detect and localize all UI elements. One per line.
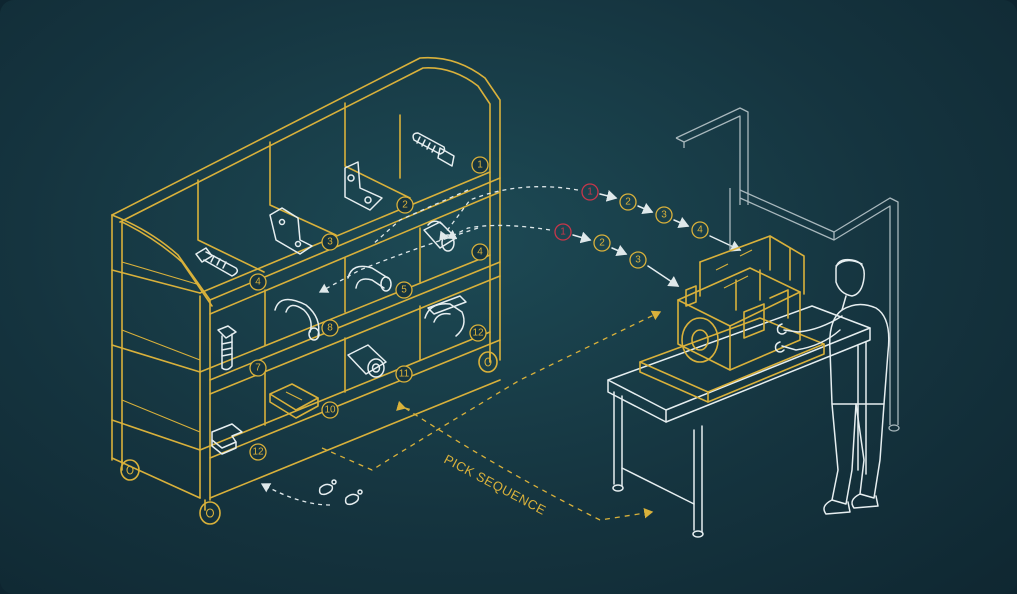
svg-text:5: 5 xyxy=(401,285,407,296)
part-angle-bracket xyxy=(344,161,383,211)
svg-text:1: 1 xyxy=(560,227,566,238)
part-bushing xyxy=(347,344,387,378)
svg-text:4: 4 xyxy=(477,247,483,258)
badge-10: 10 xyxy=(321,401,339,419)
badge-7: 7 xyxy=(249,359,267,377)
caster-left xyxy=(120,459,140,481)
svg-text:1: 1 xyxy=(587,187,593,198)
badge-1: 1 xyxy=(471,156,489,174)
caster-front xyxy=(199,499,221,525)
route-upper: 1 2 3 4 xyxy=(581,183,742,252)
svg-text:10: 10 xyxy=(324,405,336,416)
svg-text:4: 4 xyxy=(697,225,703,236)
overhead-frame xyxy=(675,107,900,432)
badge-5: 5 xyxy=(395,281,413,299)
part-bolt-small xyxy=(195,247,239,277)
svg-text:2: 2 xyxy=(402,200,408,211)
badge-3: 3 xyxy=(321,233,339,251)
workbench xyxy=(607,305,871,538)
part-u-bend xyxy=(274,298,320,341)
part-slide-block xyxy=(269,383,319,419)
pick-paths xyxy=(260,186,579,506)
part-elbow-pipe xyxy=(347,265,392,292)
route-lower-step-1: 1 xyxy=(554,223,572,241)
part-channel xyxy=(211,423,243,455)
route-lower-step-3: 3 xyxy=(629,251,647,269)
route-lower: 1 2 3 xyxy=(554,223,680,287)
part-bolt-large xyxy=(412,132,455,167)
badge-8: 8 xyxy=(321,319,339,337)
svg-text:12: 12 xyxy=(252,447,264,458)
svg-text:2: 2 xyxy=(625,197,631,208)
badge-2: 2 xyxy=(396,196,414,214)
parts-rack xyxy=(111,56,501,525)
svg-text:4: 4 xyxy=(255,277,261,288)
route-upper-step-2: 2 xyxy=(619,193,637,211)
route-upper-step-3: 3 xyxy=(655,206,673,224)
svg-text:12: 12 xyxy=(472,328,484,339)
badge-12-right: 12 xyxy=(469,324,487,342)
caster-right xyxy=(478,351,498,373)
part-badges: 1 2 3 4 4 5 8 7 11 12 10 12 xyxy=(249,156,489,461)
route-upper-step-4: 4 xyxy=(691,221,709,239)
pick-sequence-label: PICK SEQUENCE xyxy=(442,451,549,517)
svg-text:3: 3 xyxy=(327,237,333,248)
badge-11: 11 xyxy=(395,365,413,383)
engine-fixture xyxy=(639,235,825,403)
svg-text:11: 11 xyxy=(399,369,410,380)
svg-text:3: 3 xyxy=(661,210,667,221)
badge-4-right: 4 xyxy=(471,243,489,261)
footprints-icon xyxy=(318,479,363,506)
part-mount-bracket xyxy=(269,207,313,255)
route-upper-step-1: 1 xyxy=(581,183,599,201)
part-hose-fitting xyxy=(423,220,457,252)
svg-text:2: 2 xyxy=(599,238,605,249)
svg-text:7: 7 xyxy=(255,363,261,374)
svg-text:1: 1 xyxy=(477,160,483,171)
part-clamp xyxy=(424,295,467,337)
flow-lines xyxy=(321,310,662,521)
worker-figure xyxy=(774,258,890,515)
route-lower-step-2: 2 xyxy=(593,234,611,252)
part-hex-bolt xyxy=(217,325,237,371)
badge-4-left: 4 xyxy=(249,273,267,291)
svg-text:3: 3 xyxy=(635,255,641,266)
badge-12-left: 12 xyxy=(249,443,267,461)
svg-text:8: 8 xyxy=(327,323,333,334)
